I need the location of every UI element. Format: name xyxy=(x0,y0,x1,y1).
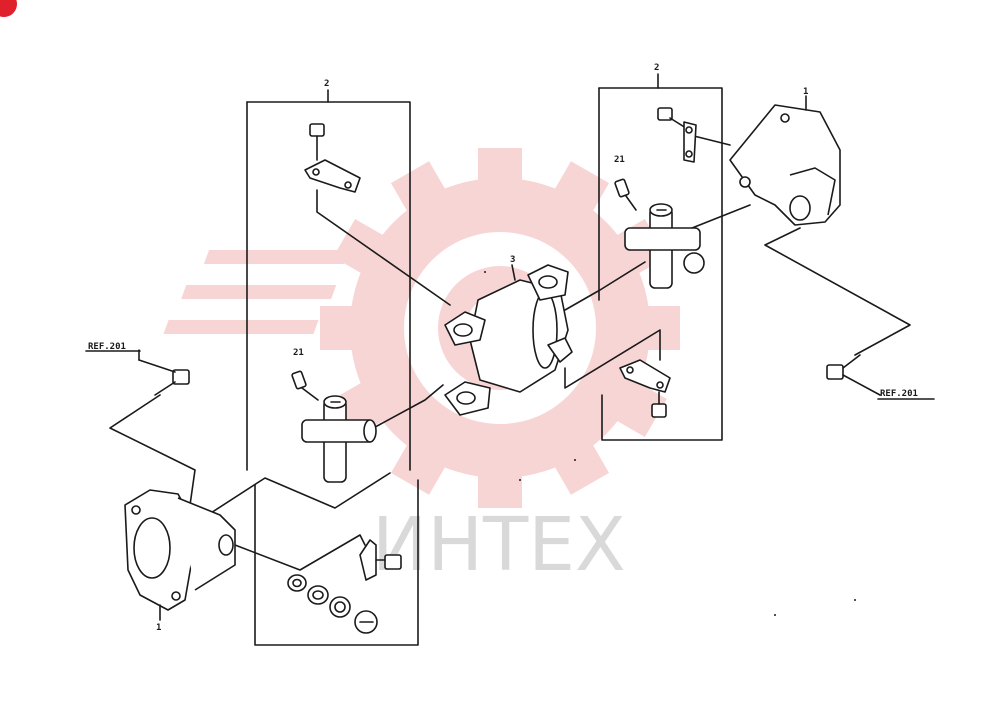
label-item-1-right: 1 xyxy=(803,87,808,97)
right-grease-fitting xyxy=(614,178,637,211)
bearing-seal-parts xyxy=(287,574,378,634)
scan-specks xyxy=(484,271,856,616)
watermark-text: ИНТЕХ xyxy=(372,502,626,588)
leader-lines xyxy=(109,134,911,571)
label-item-3: 3 xyxy=(510,255,515,265)
left-bottom-strap xyxy=(359,539,402,581)
gear-watermark-icon xyxy=(163,148,680,508)
right-top-strap xyxy=(683,121,697,163)
right-assembly-frame xyxy=(598,73,723,441)
right-top-bolt xyxy=(657,107,687,129)
left-top-strap xyxy=(304,159,361,193)
left-flange-yoke xyxy=(124,489,236,621)
left-grease-fitting xyxy=(291,370,319,401)
red-circle-icon xyxy=(0,0,17,17)
right-bottom-strap xyxy=(619,359,671,418)
label-item-21-left: 21 xyxy=(293,348,304,358)
label-item-1-left: 1 xyxy=(156,623,161,633)
label-ref-201-left: REF.201 xyxy=(88,342,126,352)
right-flange-yoke xyxy=(729,95,841,226)
label-item-2-right: 2 xyxy=(654,63,659,73)
right-ref-bolt xyxy=(826,354,881,396)
label-ref-201-right: REF.201 xyxy=(880,389,918,399)
left-ref-bolt xyxy=(138,349,190,396)
label-item-2-left: 2 xyxy=(324,79,329,89)
left-universal-joint-cross xyxy=(301,395,377,483)
left-top-bolt xyxy=(309,123,325,161)
label-item-21-right: 21 xyxy=(614,155,625,165)
center-double-yoke xyxy=(444,264,573,416)
right-universal-joint-cross xyxy=(624,203,705,289)
left-assembly-frame xyxy=(246,89,419,646)
